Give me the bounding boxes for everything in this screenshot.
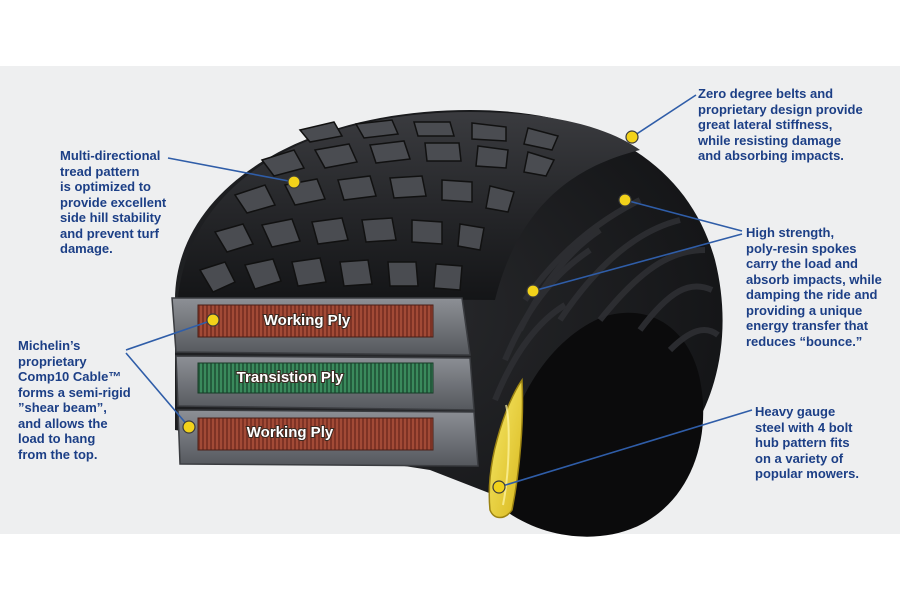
spokes — [492, 197, 720, 402]
callout-line: Multi-directional — [60, 148, 161, 163]
hub-opening — [498, 312, 704, 537]
callout-line: forms a semi-rigid — [18, 384, 131, 400]
callout-line: and absorbing impacts. — [698, 148, 844, 163]
callout-line: Comp10 Cable™ — [18, 369, 122, 384]
callout-line: load to hang — [18, 431, 96, 446]
callout-line: great lateral stiffness, — [698, 117, 833, 132]
callout-line: is optimized to — [60, 179, 151, 194]
callout-line: side hill stability — [60, 210, 162, 225]
callout-line: poly-resin spokes — [746, 240, 857, 256]
callout-comp10: Michelin’s proprietary Comp10 Cable™ for… — [18, 338, 131, 462]
ply-label-transition: Transistion Ply — [237, 369, 344, 386]
callout-tread: Multi-directional tread pattern is optim… — [60, 148, 166, 257]
callout-belts: Zero degree belts and proprietary design… — [698, 86, 863, 164]
ply-label-working-top: Working Ply — [264, 312, 351, 329]
marker-ply-bottom-icon — [182, 420, 196, 434]
callout-line: Heavy gauge — [755, 404, 836, 419]
callout-line: damping the ride and — [746, 287, 878, 302]
callout-line: tread pattern — [60, 163, 140, 179]
marker-hub-icon — [492, 480, 506, 494]
tread-blocks — [198, 119, 560, 293]
marker-spoke-upper-icon — [618, 193, 632, 207]
callout-hub: Heavy gauge steel with 4 bolt hub patter… — [755, 404, 859, 482]
callout-line: carry the load and — [746, 256, 858, 271]
callout-line: Zero degree belts and — [698, 86, 834, 101]
marker-tread-icon — [287, 175, 301, 189]
callout-line: and allows the — [18, 415, 108, 431]
callout-line: energy transfer that — [746, 318, 869, 333]
leader-lines — [125, 94, 753, 488]
callout-line: on a variety of — [755, 450, 844, 466]
callout-line: proprietary design provide — [698, 101, 863, 117]
callout-line: providing a unique — [746, 302, 863, 318]
callout-line: from the top. — [18, 446, 98, 462]
callout-line: ”shear beam”, — [18, 400, 107, 415]
callout-line: Michelin’s — [18, 338, 81, 353]
marker-belts-icon — [625, 130, 639, 144]
marker-ply-top-icon — [206, 313, 220, 327]
callout-line: provide excellent — [60, 194, 167, 210]
callout-line: while resisting damage — [698, 132, 842, 148]
markers — [182, 130, 639, 494]
callout-line: High strength, — [746, 225, 835, 240]
callout-line: steel with 4 bolt — [755, 419, 853, 435]
ply-label-working-bottom: Working Ply — [247, 424, 334, 441]
callout-line: popular mowers. — [755, 466, 860, 481]
callout-line: absorb impacts, while — [746, 271, 882, 287]
marker-spoke-lower-icon — [526, 284, 540, 298]
callout-line: hub pattern fits — [755, 435, 850, 450]
callout-line: and prevent turf — [60, 225, 159, 241]
callout-line: proprietary — [18, 353, 87, 369]
callout-line: reduces “bounce.” — [746, 333, 863, 349]
ply-stack: Working Ply Transistion Ply Working Ply — [171, 297, 479, 467]
callout-line: damage. — [60, 241, 113, 256]
callout-spokes: High strength, poly-resin spokes carry t… — [746, 225, 882, 349]
